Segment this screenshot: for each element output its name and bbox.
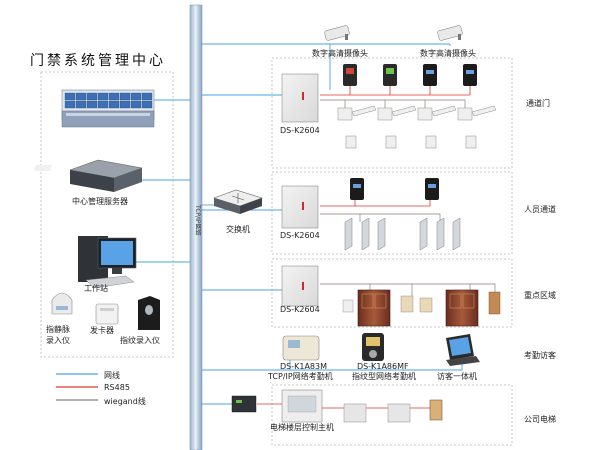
controller-model-personnel-channel: DS-K2604 (280, 231, 320, 240)
workstation (78, 236, 137, 289)
zone-box-elevator (271, 384, 513, 446)
zone-label-key-area: 重点区域 (524, 291, 556, 300)
locks-passage-door (337, 105, 497, 149)
card-readers-passage-door (343, 64, 477, 86)
visitor-terminal (446, 334, 480, 366)
finger-vein-label-2: 录入仪 (46, 336, 70, 345)
finger-vein-label-1: 指静脉 (46, 325, 70, 334)
attendance-1-model: DS-K1A83M (280, 362, 328, 371)
controller-model-key-area: DS-K2604 (280, 305, 320, 314)
elevator-devices (231, 389, 443, 423)
zone-label-attendance: 考勤访客 (524, 351, 556, 360)
zone-box-key-area (271, 258, 513, 328)
group-boxes (40, 57, 513, 446)
legend-label-rs485: RS485 (104, 383, 130, 392)
switch-label: 交换机 (226, 225, 250, 234)
controller-key-area (281, 265, 319, 307)
zone-box-personnel-channel (271, 171, 513, 255)
attendance-1-desc: TCP/IP网络考勤机 (268, 372, 333, 381)
zone-label-elevator: 公司电梯 (524, 415, 556, 424)
card-issuer-label: 发卡器 (90, 326, 114, 335)
fingerprint-enroller-label: 指纹录入仪 (120, 336, 160, 345)
doors-key-area (342, 289, 501, 327)
finger-vein-reader (51, 292, 73, 315)
legend-label-network: 网线 (104, 371, 120, 380)
attendance-2-desc: 指纹型网络考勤机 (352, 372, 416, 381)
fingerprint-enroller (138, 296, 160, 330)
readers-personnel-channel (350, 178, 439, 200)
controller-passage-door (281, 73, 319, 123)
controller-personnel-channel (281, 185, 319, 229)
visitor-terminal-label: 访客一体机 (437, 372, 477, 381)
management-server (33, 159, 143, 192)
zone-box-passage-door (271, 57, 513, 169)
zone-label-passage-door: 通道门 (526, 99, 550, 108)
turnstiles (344, 217, 461, 251)
workstation-label: 工作站 (84, 284, 108, 293)
camera-1 (324, 25, 350, 41)
controller-model-passage-door: DS-K2604 (280, 126, 320, 135)
attendance-device-1 (282, 335, 320, 361)
wiegand-cables (320, 99, 496, 296)
server-label: 中心管理服务器 (72, 197, 128, 206)
camera-label-2: 数字高清摄像头 (420, 49, 476, 58)
attendance-2-model: DS-K1A86MF (357, 362, 409, 371)
attendance-device-2 (362, 333, 384, 361)
video-wall (61, 89, 155, 128)
diagram-title: 门禁系统管理中心 (30, 53, 166, 69)
backbone-label: TCP/IP网络 (194, 205, 201, 236)
zone-label-personnel-channel: 人员通道 (524, 205, 556, 214)
center-box (40, 71, 174, 358)
camera-2 (437, 25, 463, 41)
legend-label-wiegand: wiegand线 (104, 397, 146, 406)
elevator-controller-label: 电梯楼层控制主机 (270, 423, 334, 432)
legend-swatches (56, 373, 98, 401)
camera-label-1: 数字高清摄像头 (312, 49, 368, 58)
card-issuer (95, 303, 119, 325)
switch-device (213, 189, 263, 214)
